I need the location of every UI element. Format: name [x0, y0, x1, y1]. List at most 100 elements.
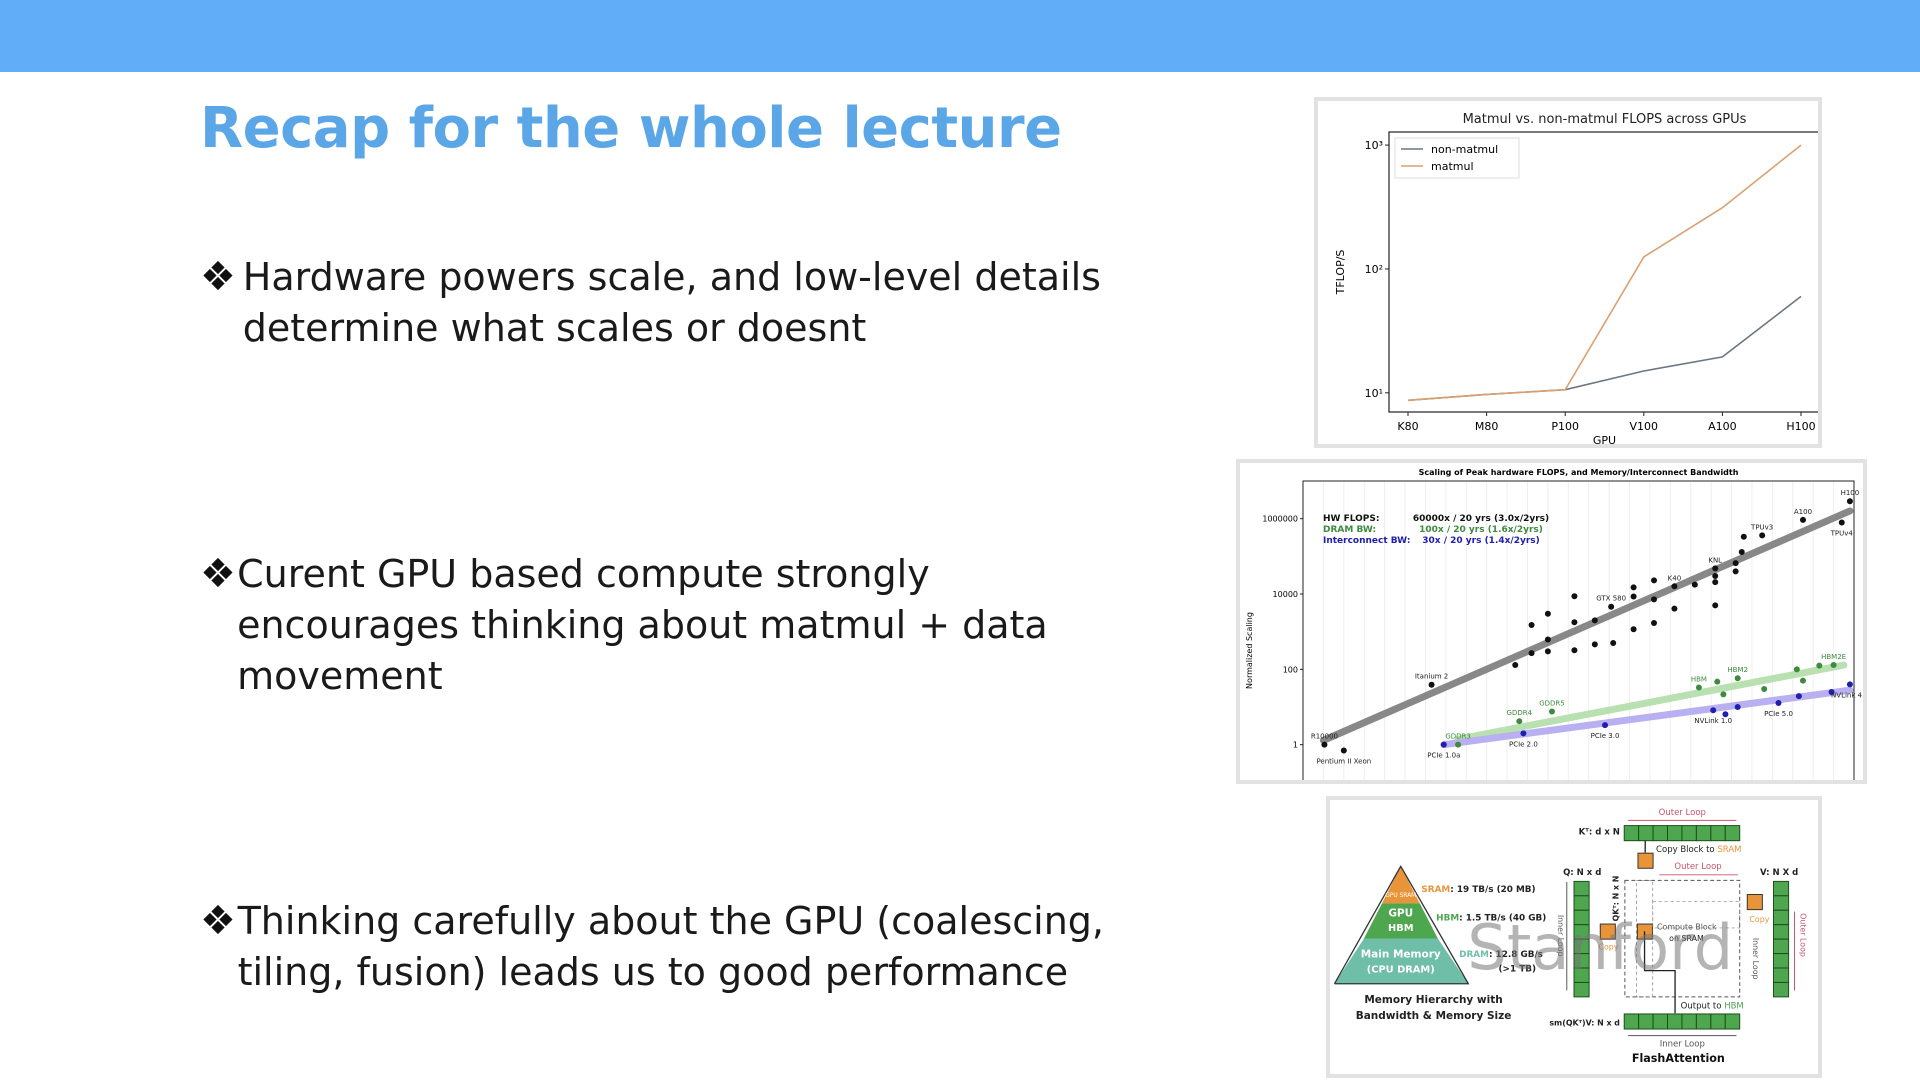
x-tick-label: M80 [1475, 420, 1499, 433]
data-point-flops [1610, 640, 1617, 647]
hardware-scaling-chart-svg: Scaling of Peak hardware FLOPS, and Memo… [1245, 468, 1869, 846]
point-label: TPUv3 [1750, 523, 1773, 531]
v-block [1773, 880, 1790, 897]
data-point-dram [1516, 718, 1523, 725]
data-point-dram [1761, 686, 1768, 693]
trend-line-flops [1319, 507, 1854, 744]
bullet-text: Thinking carefully about the GPU (coales… [237, 899, 1105, 994]
output-block [1710, 1013, 1726, 1030]
outer-loop-label-mid: Outer Loop [1674, 862, 1721, 872]
flash-blocks [1573, 825, 1790, 1030]
stanford-watermark: Stanford [1467, 911, 1733, 984]
bullet-text: Hardware powers scale, and low-level det… [242, 255, 1101, 350]
sram-block [1637, 852, 1654, 869]
v-block [1773, 924, 1790, 940]
data-point-flops [1651, 619, 1658, 626]
data-point-flops [1630, 626, 1637, 633]
chart-title: Matmul vs. non-matmul FLOPS across GPUs [1463, 112, 1747, 127]
point-label: GDDR4 [1507, 709, 1533, 717]
data-point-flops [1838, 519, 1845, 526]
point-label: HBM [1691, 675, 1707, 683]
data-point-flops [1528, 650, 1535, 657]
inner-loop-label-v: Inner Loop [1751, 938, 1760, 980]
y-tick-label: 100 [1283, 665, 1298, 674]
data-point-flops [1630, 584, 1637, 591]
data-point-dram [1793, 666, 1800, 673]
on-sram-label: on SRAM [1669, 934, 1704, 943]
slide-title: Recap for the whole lecture [200, 96, 1062, 161]
data-point-interconnect [1828, 689, 1835, 696]
copy-label-q: Copy [1598, 942, 1618, 951]
point-label: PCIe 1.0a [1427, 752, 1460, 760]
point-label: PCIe 2.0 [1509, 740, 1538, 748]
k-block [1652, 825, 1669, 842]
output-block [1695, 1013, 1712, 1030]
legend-label-non-matmul: non-matmul [1431, 143, 1498, 156]
point-label: HBM2 [1727, 666, 1748, 674]
point-label: H100 [1841, 489, 1860, 497]
diamond-cluster-icon: ❖ [200, 551, 236, 597]
data-point-flops [1630, 593, 1637, 600]
data-point-flops [1544, 610, 1551, 617]
header-bar [0, 0, 1920, 72]
output-matrix-label: sm(QKᵀ)V: N x d [1549, 1018, 1620, 1027]
sram-spec: SRAM: 19 TB/s (20 MB) [1421, 885, 1535, 895]
data-point-flops [1738, 549, 1745, 556]
legend-label-matmul: matmul [1431, 160, 1474, 173]
data-point-flops [1651, 577, 1658, 584]
data-point-flops [1799, 516, 1806, 523]
data-point-interconnect [1722, 711, 1729, 718]
q-block [1573, 880, 1590, 897]
data-point-flops [1671, 583, 1678, 590]
y-tick-label: 1 [1293, 741, 1298, 750]
bullet-item: ❖ Curent GPU based compute strongly enco… [200, 549, 1130, 702]
data-point-interconnect [1520, 730, 1527, 737]
data-point-interconnect [1440, 741, 1447, 748]
diamond-cluster-icon: ❖ [200, 254, 236, 300]
v-block [1773, 909, 1790, 926]
outer-loop-label-v: Outer Loop [1798, 913, 1807, 957]
v-matrix-label: V: N X d [1760, 868, 1798, 878]
annotation-label: HW FLOPS: [1323, 514, 1379, 524]
y-axis-label: Normalized Scaling [1245, 612, 1254, 689]
pyramid-dram-label: Main Memory [1361, 949, 1441, 961]
q-block [1573, 895, 1590, 911]
annotation-value: 60000x / 20 yrs (3.0x/2yrs) [1413, 514, 1549, 524]
k-block [1623, 825, 1640, 842]
data-point-flops [1340, 747, 1347, 754]
output-block [1681, 1013, 1697, 1030]
data-point-flops [1712, 602, 1719, 609]
data-point-flops [1544, 636, 1551, 643]
x-axis-label: GPU [1593, 434, 1616, 444]
v-block [1773, 981, 1790, 998]
x-tick-label: V100 [1630, 420, 1659, 433]
point-label: GTX 580 [1596, 595, 1626, 603]
data-point-interconnect [1710, 707, 1717, 714]
diamond-cluster-icon: ❖ [200, 898, 236, 944]
output-block [1652, 1013, 1669, 1030]
data-point-dram [1548, 708, 1555, 715]
data-point-dram [1695, 684, 1702, 691]
output-block [1667, 1013, 1683, 1030]
data-point-flops [1846, 498, 1853, 505]
data-point-flops [1571, 619, 1578, 626]
copy-label-v: Copy [1749, 915, 1769, 924]
pyramid-sram-label: GPU SRAM [1385, 893, 1416, 899]
memory-pyramid: GPU SRAM GPU HBM Main Memory (CPU DRAM) [1333, 864, 1470, 985]
pyramid-sram [1382, 866, 1420, 904]
pyramid-hbm-label: GPU [1388, 907, 1413, 919]
data-point-interconnect [1775, 699, 1782, 706]
point-label: A100 [1794, 508, 1812, 516]
inner-loop-label-q: Inner Loop [1556, 915, 1565, 957]
data-point-interconnect [1795, 693, 1802, 700]
sram-block [1746, 894, 1763, 911]
series-line-matmul [1407, 144, 1802, 402]
qk-label: QKᵀ: N x N [1611, 876, 1620, 922]
legend-box [1394, 137, 1520, 179]
y-tick-label: 10¹ [1365, 387, 1383, 400]
data-point-flops [1740, 533, 1747, 540]
data-point-flops [1671, 605, 1678, 612]
dram-size: (>1 TB) [1499, 964, 1537, 974]
bullet-item: ❖ Thinking carefully about the GPU (coal… [200, 896, 1130, 998]
point-label: NVLink 4.0 [1831, 691, 1863, 699]
